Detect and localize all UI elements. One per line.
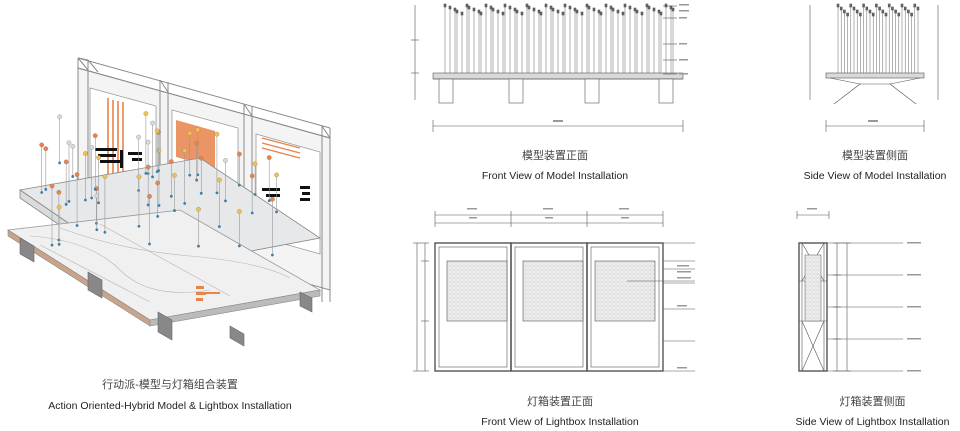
caption-lightbox-side: 灯箱装置侧面 Side View of Lightbox Installatio…	[790, 393, 955, 428]
hybrid-axonometric-drawing	[6, 57, 331, 347]
model-front-view-drawing	[411, 3, 689, 132]
caption-hybrid-cn: 行动派-模型与灯箱组合装置	[102, 379, 238, 391]
caption-lightbox-side-cn: 灯箱装置侧面	[839, 396, 906, 408]
lightbox-front-view-drawing	[413, 208, 695, 372]
caption-lightbox-side-en: Side View of Lightbox Installation	[795, 416, 950, 428]
support-legs	[19, 237, 313, 347]
caption-model-side-en: Side View of Model Installation	[803, 170, 947, 182]
caption-model-front-cn: 模型装置正面	[522, 150, 588, 162]
caption-hybrid-en: Action Oriented-Hybrid Model & Lightbox …	[48, 400, 292, 412]
caption-model-side: 模型装置侧面 Side View of Model Installation	[800, 147, 950, 182]
lightbox-side-view-drawing	[796, 208, 921, 372]
caption-lightbox-front-cn: 灯箱装置正面	[527, 396, 593, 408]
caption-hybrid: 行动派-模型与灯箱组合装置 Action Oriented-Hybrid Mod…	[20, 376, 320, 412]
model-pins	[39, 111, 279, 257]
caption-model-front: 模型装置正面 Front View of Model Installation	[475, 147, 635, 182]
caption-model-front-en: Front View of Model Installation	[481, 170, 629, 182]
caption-lightbox-front-en: Front View of Lightbox Installation	[481, 416, 639, 428]
caption-model-side-cn: 模型装置侧面	[842, 150, 908, 162]
caption-lightbox-front: 灯箱装置正面 Front View of Lightbox Installati…	[480, 393, 640, 428]
model-side-view-drawing	[809, 3, 939, 132]
